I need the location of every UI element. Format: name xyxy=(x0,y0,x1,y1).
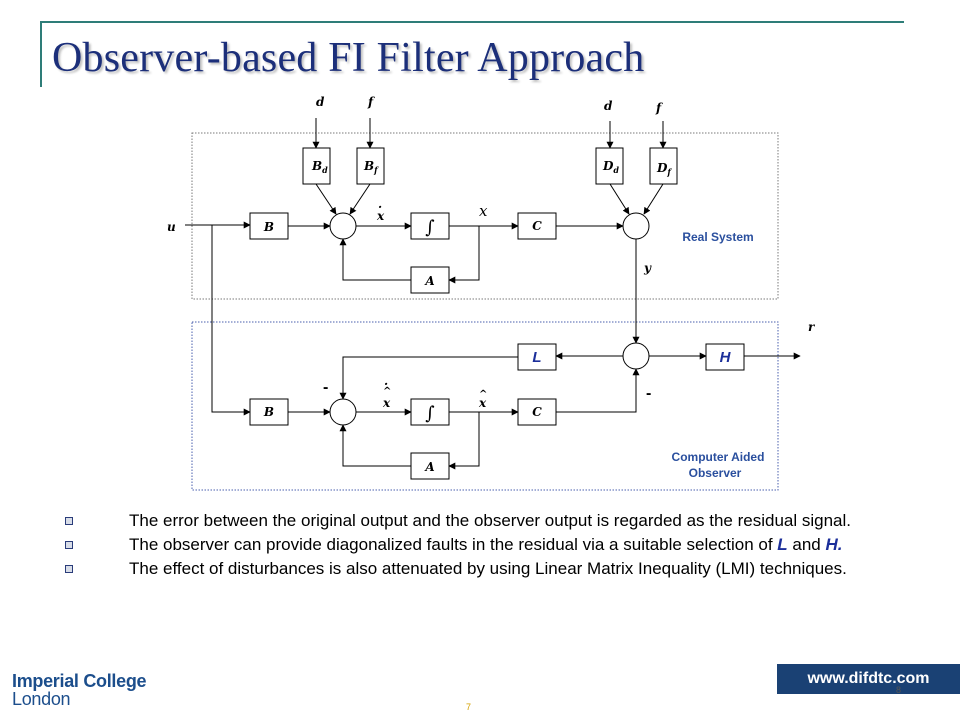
block-C-bottom xyxy=(517,398,557,426)
observer-label-line2: Observer xyxy=(689,466,742,480)
bullet-text-2-H: H. xyxy=(825,535,843,554)
title-frame-top xyxy=(40,21,904,23)
block-A-bottom-label: A xyxy=(424,460,434,474)
bullet-item: The observer can provide diagonalized fa… xyxy=(60,536,896,554)
block-A-top-label: A xyxy=(424,274,434,288)
website-url-badge[interactable]: www.difdtc.com xyxy=(777,664,960,694)
xhat-dot-accent: ^ xyxy=(383,386,391,397)
block-B-top-label: B xyxy=(263,220,274,234)
signal-xhat-dot: x xyxy=(382,396,391,410)
bullet-text-1: The error between the original output an… xyxy=(129,511,852,530)
block-A-top xyxy=(410,266,450,294)
block-Bf-label: Bf xyxy=(363,159,379,175)
square-bullet-icon xyxy=(65,565,73,573)
block-B-bottom-label: B xyxy=(263,405,274,419)
real-system-region xyxy=(191,132,779,300)
block-C-bottom-label: C xyxy=(532,405,542,419)
block-Bd-label: Bd xyxy=(311,159,328,175)
integrator-bottom-label: ∫ xyxy=(425,403,435,424)
signal-xhat: x xyxy=(478,396,487,410)
integrator-top-label: ∫ xyxy=(425,217,435,238)
block-L xyxy=(517,343,557,371)
bullet-text-2-mid: and xyxy=(787,535,826,554)
label-d2: d xyxy=(604,99,613,113)
summer-residual xyxy=(622,342,650,370)
block-A-bottom xyxy=(410,452,450,480)
bullet-text-2-L: L xyxy=(777,535,788,554)
xhat-dot-dot: · xyxy=(384,377,388,391)
summer-top xyxy=(329,212,357,240)
summer-output xyxy=(622,212,650,240)
block-L-label: L xyxy=(532,349,541,366)
bullet-text-2-pre: The observer can provide diagonalized fa… xyxy=(129,535,778,554)
block-Bf xyxy=(356,147,385,185)
bullet-text-3: The effect of disturbances is also atten… xyxy=(129,559,847,578)
title-frame-left xyxy=(40,21,42,87)
real-system-label: Real System xyxy=(682,230,753,244)
signal-r: r xyxy=(808,320,816,334)
signal-xdot: x xyxy=(376,209,385,223)
slide-title: Observer-based FI Filter Approach xyxy=(52,35,645,81)
signal-x: x xyxy=(479,202,488,220)
xhat-accent: ^ xyxy=(479,389,487,400)
block-H-label: H xyxy=(720,349,732,366)
block-C-top-label: C xyxy=(532,219,542,233)
minus-sign-2: - xyxy=(646,385,651,402)
page-number: 8 xyxy=(896,685,902,695)
block-Dd-label: Dd xyxy=(602,159,619,175)
signal-y: y xyxy=(643,261,652,275)
block-B-bottom xyxy=(249,398,289,426)
block-Dd xyxy=(595,147,624,185)
bullet-item: The error between the original output an… xyxy=(60,512,896,530)
observer-label-line1: Computer Aided xyxy=(672,450,765,464)
observer-region xyxy=(191,321,779,491)
block-Df xyxy=(649,147,678,185)
minus-sign-1: - xyxy=(323,379,328,396)
summer-observer xyxy=(329,398,357,426)
block-H xyxy=(705,343,745,371)
square-bullet-icon xyxy=(65,517,73,525)
xdot-dot: · xyxy=(378,200,382,214)
block-B-top xyxy=(249,212,289,240)
block-Df-label: Df xyxy=(656,161,672,177)
label-d1: d xyxy=(316,95,325,109)
bullet-list: The error between the original output an… xyxy=(60,512,896,584)
label-u: u xyxy=(167,220,176,234)
slide-mark: 7 xyxy=(466,702,472,712)
label-f2: f xyxy=(655,101,663,115)
bullet-item: The effect of disturbances is also atten… xyxy=(60,560,896,578)
block-C-top xyxy=(517,212,557,240)
block-Bd xyxy=(302,147,331,185)
imperial-college-logo: Imperial College London xyxy=(12,671,147,709)
square-bullet-icon xyxy=(65,541,73,549)
label-f1: f xyxy=(367,95,375,109)
